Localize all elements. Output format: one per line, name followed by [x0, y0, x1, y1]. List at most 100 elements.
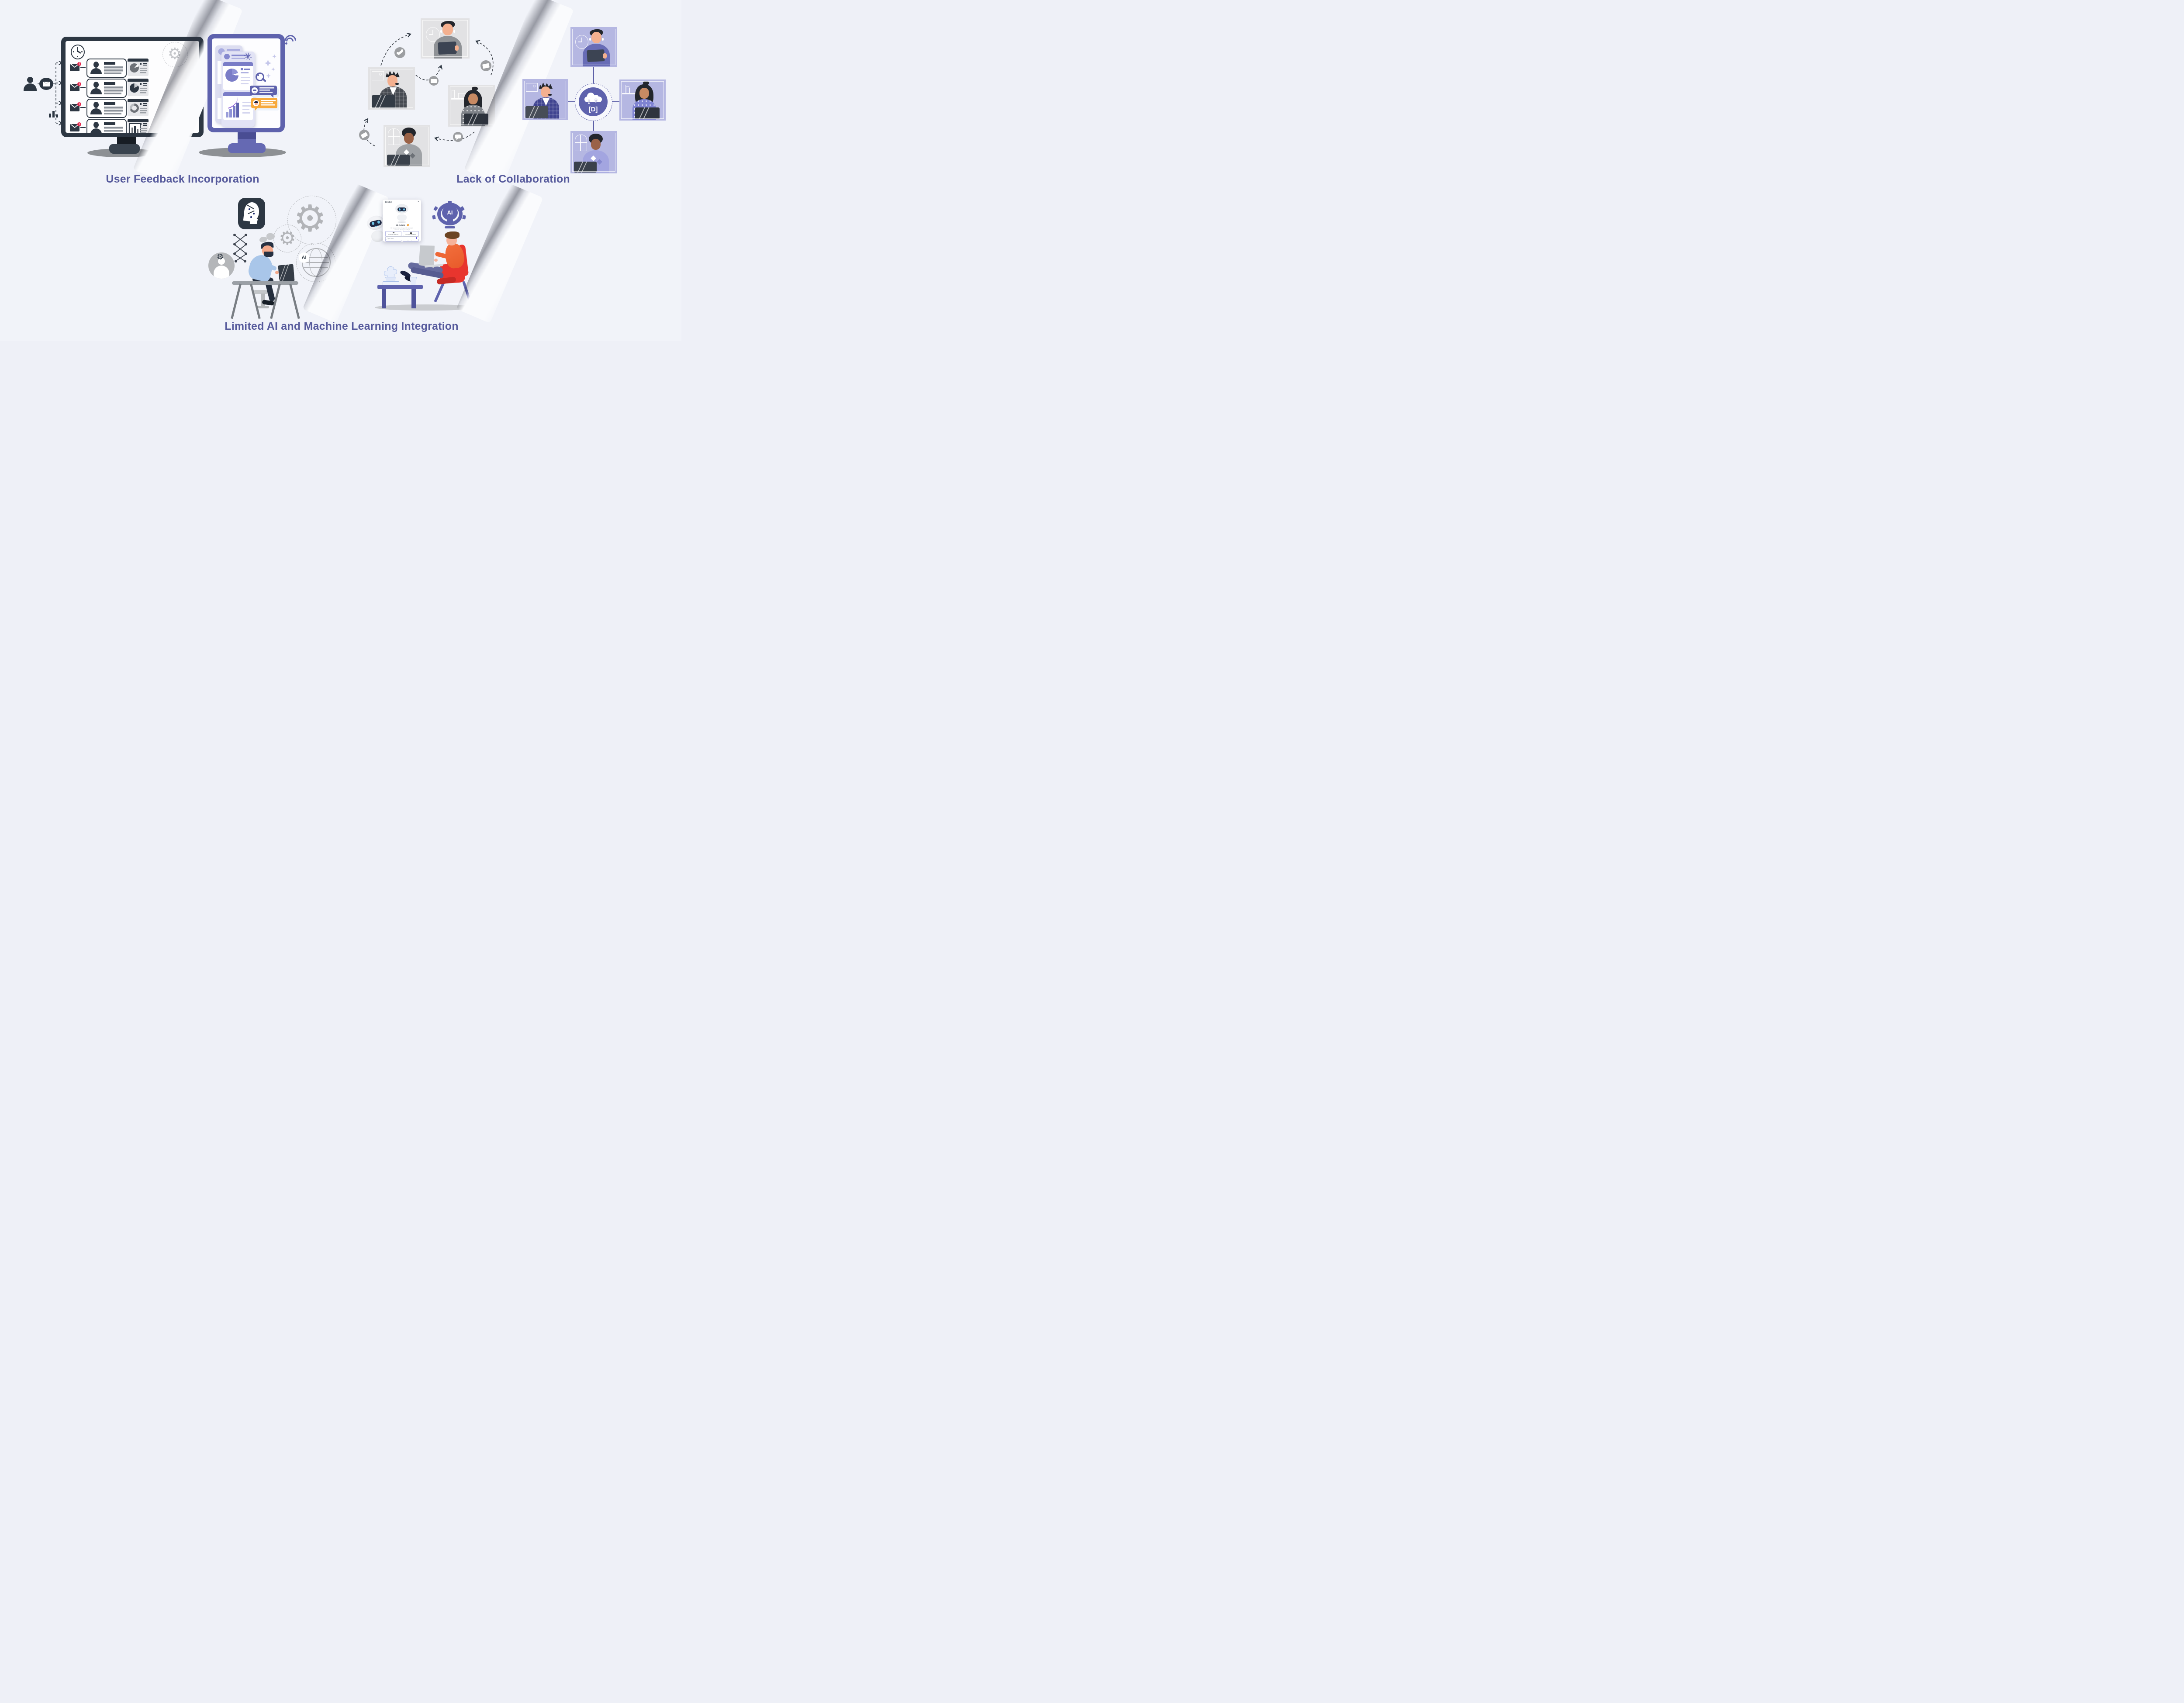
table-leg — [382, 289, 386, 308]
email-icon: ! — [70, 122, 81, 131]
profile-text-lines — [104, 62, 123, 74]
devbot-intro-line1: My name is Devi, I'm your AI assistant. — [390, 227, 413, 229]
mail-icon — [429, 76, 439, 86]
divider-slash — [456, 183, 543, 324]
email-icon: ! — [70, 82, 81, 91]
cloud-icon — [584, 93, 602, 103]
book — [626, 86, 629, 93]
devbot-input[interactable]: Type here — [385, 236, 419, 240]
headset-mic — [395, 83, 399, 85]
clock-hand2 — [429, 34, 433, 35]
circuit-node — [250, 216, 252, 218]
alert-badge: ! — [77, 82, 81, 86]
hub-logo: [D] — [588, 106, 598, 113]
laptop — [635, 107, 660, 119]
smoke-puff — [259, 237, 267, 242]
search-dot — [257, 74, 259, 76]
person-head — [591, 139, 601, 150]
mail-icon — [480, 60, 491, 71]
alert-badge: ! — [77, 102, 81, 106]
bubble-tail — [270, 95, 273, 98]
wifi-icon — [282, 32, 299, 49]
devbot-title: DevBot — [385, 201, 392, 203]
developer-beard — [264, 252, 273, 257]
panel-header — [223, 62, 253, 66]
mascot-body — [397, 214, 407, 221]
ai-globe-badge: AI — [299, 252, 309, 263]
tablet — [438, 41, 457, 55]
profile-avatar — [90, 102, 102, 114]
mini-bar-chart-icon — [49, 110, 59, 117]
desk-leg — [250, 283, 261, 319]
picture-frame-decor — [526, 83, 538, 92]
hair-bun — [472, 86, 478, 91]
mail-icon — [359, 130, 370, 140]
desk-leg — [289, 283, 300, 319]
coffee-table-top — [377, 285, 423, 289]
globe-parallel — [304, 257, 328, 258]
microphone-icon[interactable] — [416, 237, 417, 239]
profile-avatar — [90, 62, 102, 74]
frame-sun — [533, 85, 536, 87]
stool-foot — [258, 306, 269, 308]
monitor-neck — [238, 131, 256, 140]
cactus-arm — [393, 269, 397, 274]
bubble-shape — [455, 135, 461, 138]
bubble-tail — [456, 138, 459, 140]
monitor-foot — [109, 144, 140, 154]
collab-hub-badge: ↓ ↑ [D] — [579, 87, 608, 116]
generate-schema-button[interactable]: Generate Schema — [385, 231, 401, 236]
mascot-shadow — [397, 221, 406, 223]
bookshelf-decor — [451, 89, 468, 100]
gear-ring — [437, 203, 463, 225]
table-leg — [411, 289, 416, 308]
sparkle-icon — [271, 67, 275, 71]
user-avatar — [253, 100, 259, 106]
book — [452, 90, 455, 99]
laptop — [372, 95, 395, 108]
generate-workflow-button[interactable]: Generate Workflow — [403, 231, 419, 236]
workflow-icon — [410, 232, 412, 234]
person-head — [404, 133, 414, 144]
user-profile-card — [86, 79, 127, 98]
laptop — [574, 162, 597, 173]
clock-hand2 — [578, 41, 582, 42]
schema-icon — [393, 232, 394, 234]
stool — [253, 290, 273, 294]
devbot-greeting: Hi, Admin — [396, 224, 405, 226]
frame-sun — [379, 73, 382, 76]
earbud — [589, 38, 591, 41]
user-chat-bubble — [251, 98, 277, 111]
row-dash — [80, 67, 86, 68]
picture-frame-decor — [372, 71, 384, 80]
book — [623, 85, 626, 93]
sync-down-arrow: ↓ — [587, 99, 591, 106]
person-head — [442, 24, 453, 35]
scene-shadow — [375, 304, 479, 311]
search-icon — [256, 73, 267, 84]
mascot-visor — [397, 207, 406, 211]
small-gear-icon: ⚙ — [279, 227, 296, 249]
neural-network-icon — [233, 234, 247, 263]
user-profile-card — [86, 99, 127, 118]
hand — [603, 53, 607, 59]
clock-hour-hand — [77, 50, 81, 54]
book — [455, 92, 458, 99]
pie-legend — [241, 68, 251, 87]
desk-laptop — [278, 264, 295, 283]
bot-smile — [254, 92, 256, 93]
feedback-connector-lines — [38, 56, 87, 135]
wall-clock-decor — [575, 35, 588, 49]
person-head — [541, 86, 550, 97]
panel-header — [223, 92, 253, 96]
infographic-canvas: ⚙ ! ! ! — [0, 0, 681, 341]
smoke-puff — [266, 233, 275, 240]
person-head — [387, 75, 397, 86]
tablet — [587, 49, 605, 62]
sitting-man-hand — [434, 259, 438, 262]
profile-text-lines — [104, 122, 123, 133]
gear-tooth — [432, 215, 436, 220]
devbot-close-button[interactable]: ✕ — [417, 200, 419, 203]
video-tile-purple-bottom — [570, 131, 617, 173]
card-avatar — [224, 54, 230, 59]
